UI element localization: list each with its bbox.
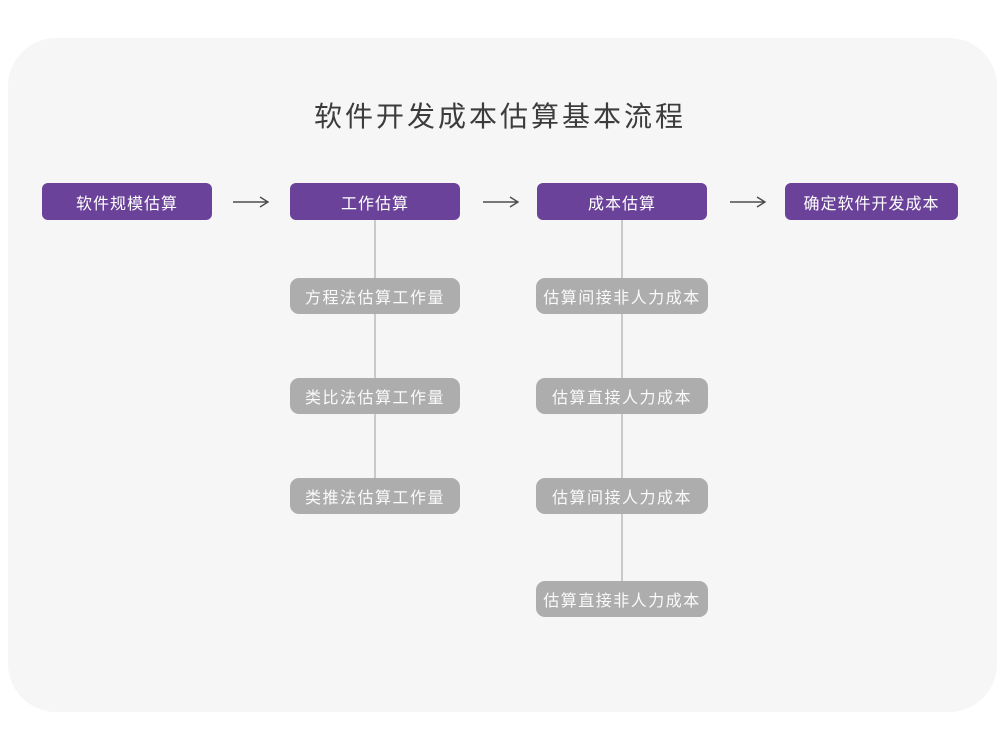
- connector-line-work-estimation: [374, 220, 376, 479]
- arrow-right-icon: [482, 195, 520, 209]
- sub-box-equation-method: 方程法估算工作量: [290, 278, 460, 314]
- arrow-right-icon: [232, 195, 270, 209]
- sub-box-direct-non-labor-cost: 估算直接非人力成本: [536, 581, 708, 617]
- sub-box-direct-labor-cost: 估算直接人力成本: [536, 378, 708, 414]
- stage-box-software-scale-estimation: 软件规模估算: [42, 183, 212, 220]
- arrow-right-icon: [729, 195, 767, 209]
- sub-box-indirect-non-labor-cost: 估算间接非人力成本: [536, 278, 708, 314]
- stage-box-determine-dev-cost: 确定软件开发成本: [785, 183, 958, 220]
- page-title: 软件开发成本估算基本流程: [313, 101, 686, 132]
- sub-box-extrapolation-method: 类推法估算工作量: [290, 478, 460, 514]
- stage-box-work-estimation: 工作估算: [290, 183, 460, 220]
- sub-box-comparison-method: 类比法估算工作量: [290, 378, 460, 414]
- stage-box-cost-estimation: 成本估算: [537, 183, 707, 220]
- diagram-card: [8, 38, 997, 712]
- sub-box-indirect-labor-cost: 估算间接人力成本: [536, 478, 708, 514]
